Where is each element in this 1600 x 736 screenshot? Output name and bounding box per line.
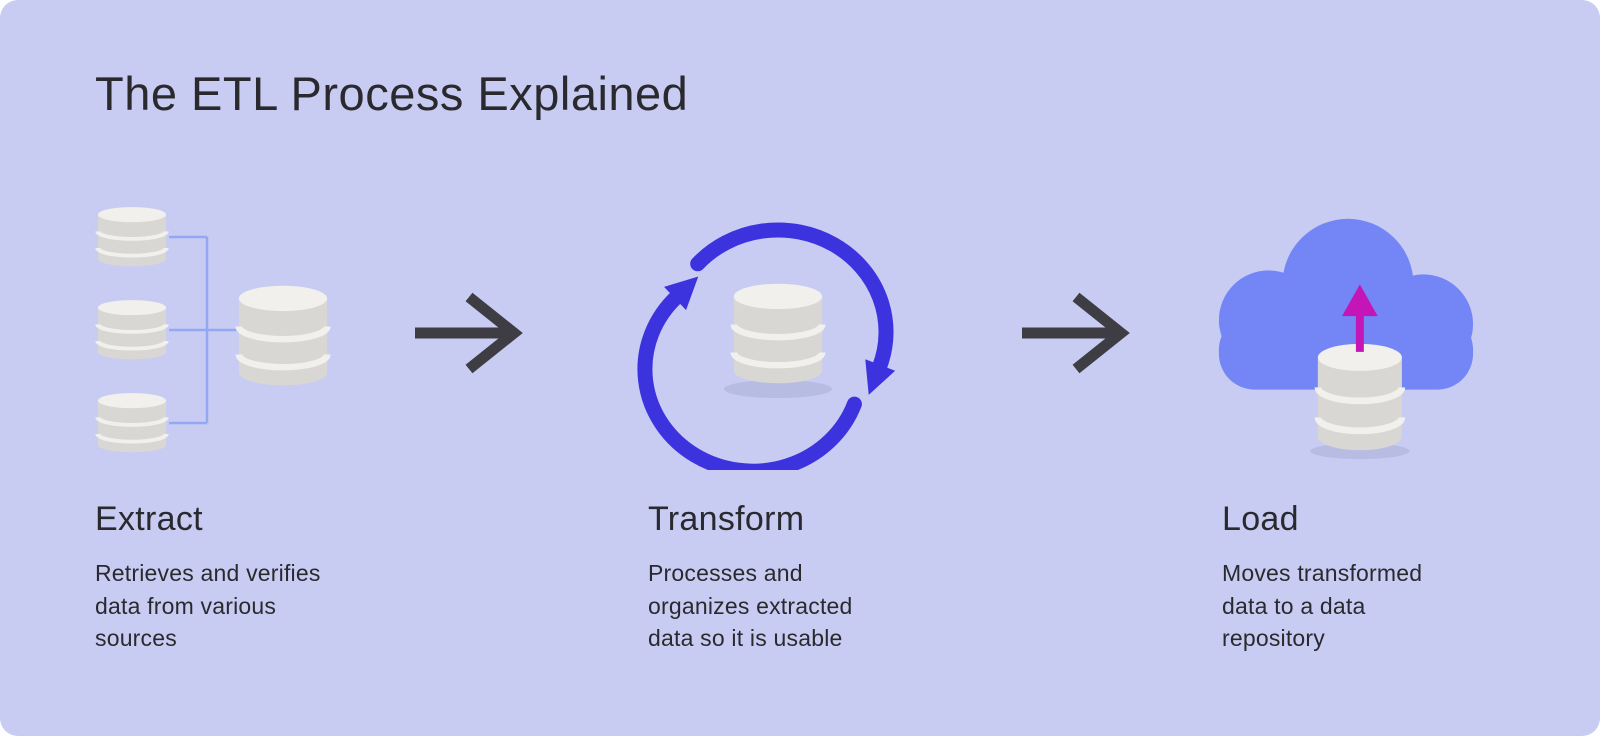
link-lines <box>169 235 239 425</box>
step-description-load: Moves transformed data to a data reposit… <box>1222 557 1422 655</box>
source-databases-icon <box>95 206 345 456</box>
step-description-extract: Retrieves and verifies data from various… <box>95 557 321 655</box>
database-icon <box>98 300 166 359</box>
description-line: data so it is usable <box>648 625 843 652</box>
step-description-transform: Processes and organizes extracted data s… <box>648 557 853 655</box>
database-icon <box>734 284 822 383</box>
description-line: organizes extracted <box>648 592 853 619</box>
flow-arrow-icon <box>1022 292 1130 374</box>
description-line: Retrieves and verifies <box>95 560 321 586</box>
cycle-arrow-bottom <box>637 276 862 470</box>
description-line: repository <box>1222 625 1325 652</box>
flow-arrow-icon <box>415 292 523 374</box>
description-line: Processes and <box>648 560 803 586</box>
description-line: sources <box>95 625 177 652</box>
description-line: Moves transformed <box>1222 560 1423 586</box>
step-label-load: Load <box>1222 500 1299 538</box>
cloud-upload-icon <box>1218 218 1474 460</box>
description-line: data from various <box>95 592 277 619</box>
database-icon <box>98 207 166 266</box>
cycle-arrow-top <box>690 222 896 395</box>
step-label-extract: Extract <box>95 500 203 538</box>
upload-arrow-icon <box>1342 284 1378 352</box>
database-icon <box>1318 344 1402 450</box>
transform-cycle-icon <box>637 222 896 470</box>
description-line: data to a data <box>1222 592 1366 619</box>
page-title: The ETL Process Explained <box>95 67 689 120</box>
shadow <box>724 380 832 398</box>
step-label-transform: Transform <box>648 500 805 538</box>
database-icon <box>98 393 166 452</box>
database-icon <box>239 286 327 385</box>
